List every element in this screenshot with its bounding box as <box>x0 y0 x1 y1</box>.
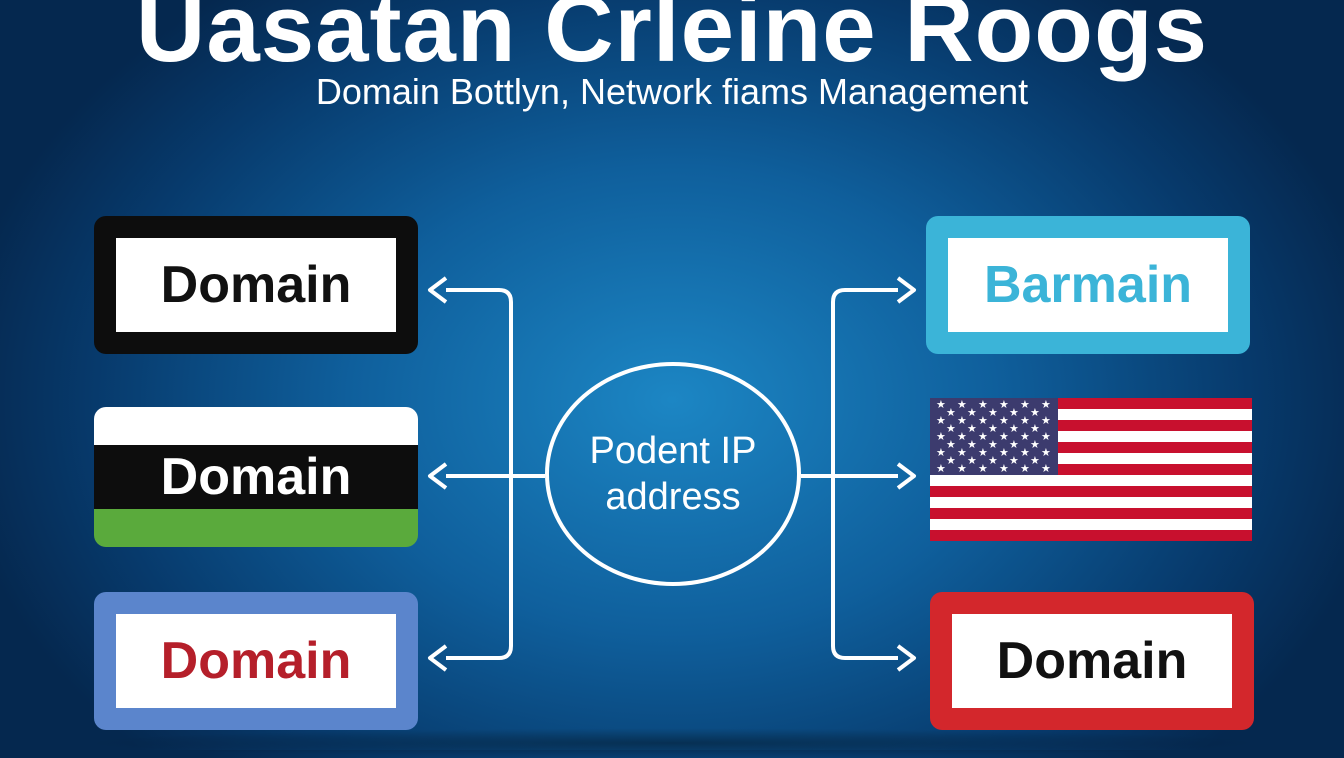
arrow-left-icon <box>428 276 448 304</box>
flag-star: ★ <box>936 446 946 459</box>
flag-star: ★ <box>957 446 967 459</box>
flag-star: ★ <box>946 406 956 419</box>
ip-address-hub: Podent IP address <box>545 362 801 586</box>
flag-star: ★ <box>936 462 946 475</box>
left-domain-box-2-label: Domain <box>160 448 352 506</box>
flag-star: ★ <box>946 438 956 451</box>
flag-star: ★ <box>936 414 946 427</box>
flag-star: ★ <box>988 438 998 451</box>
flag-star: ★ <box>999 430 1009 443</box>
diagram-subtitle: Domain Bottlyn, Network fiams Management <box>315 71 1029 112</box>
flag-star: ★ <box>946 454 956 467</box>
flag-star: ★ <box>967 406 977 419</box>
flag-star: ★ <box>1041 430 1051 443</box>
flag-star: ★ <box>1020 398 1030 411</box>
flag-star: ★ <box>967 422 977 435</box>
flag-star: ★ <box>988 454 998 467</box>
flag-star: ★ <box>957 430 967 443</box>
right-domain-box: Domain <box>930 592 1254 730</box>
left-domain-box-1: Domain <box>94 216 418 354</box>
arrow-right-icon <box>896 276 916 304</box>
flag-star: ★ <box>1041 446 1051 459</box>
flag-star: ★ <box>1030 454 1040 467</box>
flag-star: ★ <box>1020 430 1030 443</box>
left-domain-box-1-label: Domain <box>116 238 396 332</box>
flag-star: ★ <box>957 398 967 411</box>
flag-star: ★ <box>957 462 967 475</box>
flag-star: ★ <box>1030 406 1040 419</box>
arrow-right-icon <box>896 644 916 672</box>
flag-star: ★ <box>978 446 988 459</box>
flag-star: ★ <box>978 430 988 443</box>
arrow-left-icon <box>428 462 448 490</box>
flag-star: ★ <box>999 462 1009 475</box>
flag-star: ★ <box>1041 414 1051 427</box>
hub-label-line-2: address <box>605 476 741 518</box>
flag-star: ★ <box>936 430 946 443</box>
flag-star: ★ <box>1030 422 1040 435</box>
flag-star: ★ <box>988 422 998 435</box>
floor-shadow <box>80 728 1264 758</box>
arrow-right-icon <box>896 462 916 490</box>
flag-star: ★ <box>1020 462 1030 475</box>
flag-star: ★ <box>978 462 988 475</box>
flag-star: ★ <box>1009 422 1019 435</box>
us-flag-icon: ★★★★★★★★★★★★★★★★★★★★★★★★★★★★★★★★★★★★★★★★… <box>930 398 1252 541</box>
flag-star: ★ <box>1041 462 1051 475</box>
flag-star: ★ <box>957 414 967 427</box>
flag-star: ★ <box>999 398 1009 411</box>
flag-star: ★ <box>946 422 956 435</box>
flag-star: ★ <box>978 398 988 411</box>
flag-star: ★ <box>1009 406 1019 419</box>
flag-star: ★ <box>1030 438 1040 451</box>
flag-star: ★ <box>999 446 1009 459</box>
left-domain-box-2: Domain <box>94 407 418 547</box>
right-domain-box-label: Domain <box>952 614 1232 708</box>
left-domain-box-3-label: Domain <box>116 614 396 708</box>
diagram-title: Uasatan Crleine Roogs <box>136 0 1208 82</box>
flag-star: ★ <box>967 438 977 451</box>
flag-star: ★ <box>978 414 988 427</box>
arrow-left-icon <box>428 644 448 672</box>
hub-label-line-1: Podent IP <box>589 430 757 472</box>
flag-star: ★ <box>999 414 1009 427</box>
flag-star: ★ <box>1020 446 1030 459</box>
flag-star: ★ <box>1020 414 1030 427</box>
flag-star: ★ <box>1009 438 1019 451</box>
flag-star: ★ <box>936 398 946 411</box>
right-barmain-box-label: Barmain <box>948 238 1228 332</box>
flag-star: ★ <box>1009 454 1019 467</box>
flag-star: ★ <box>1041 398 1051 411</box>
flag-star: ★ <box>988 406 998 419</box>
left-trunk-line <box>497 288 513 660</box>
left-domain-box-3: Domain <box>94 592 418 730</box>
flag-star: ★ <box>967 454 977 467</box>
right-barmain-box: Barmain <box>926 216 1250 354</box>
